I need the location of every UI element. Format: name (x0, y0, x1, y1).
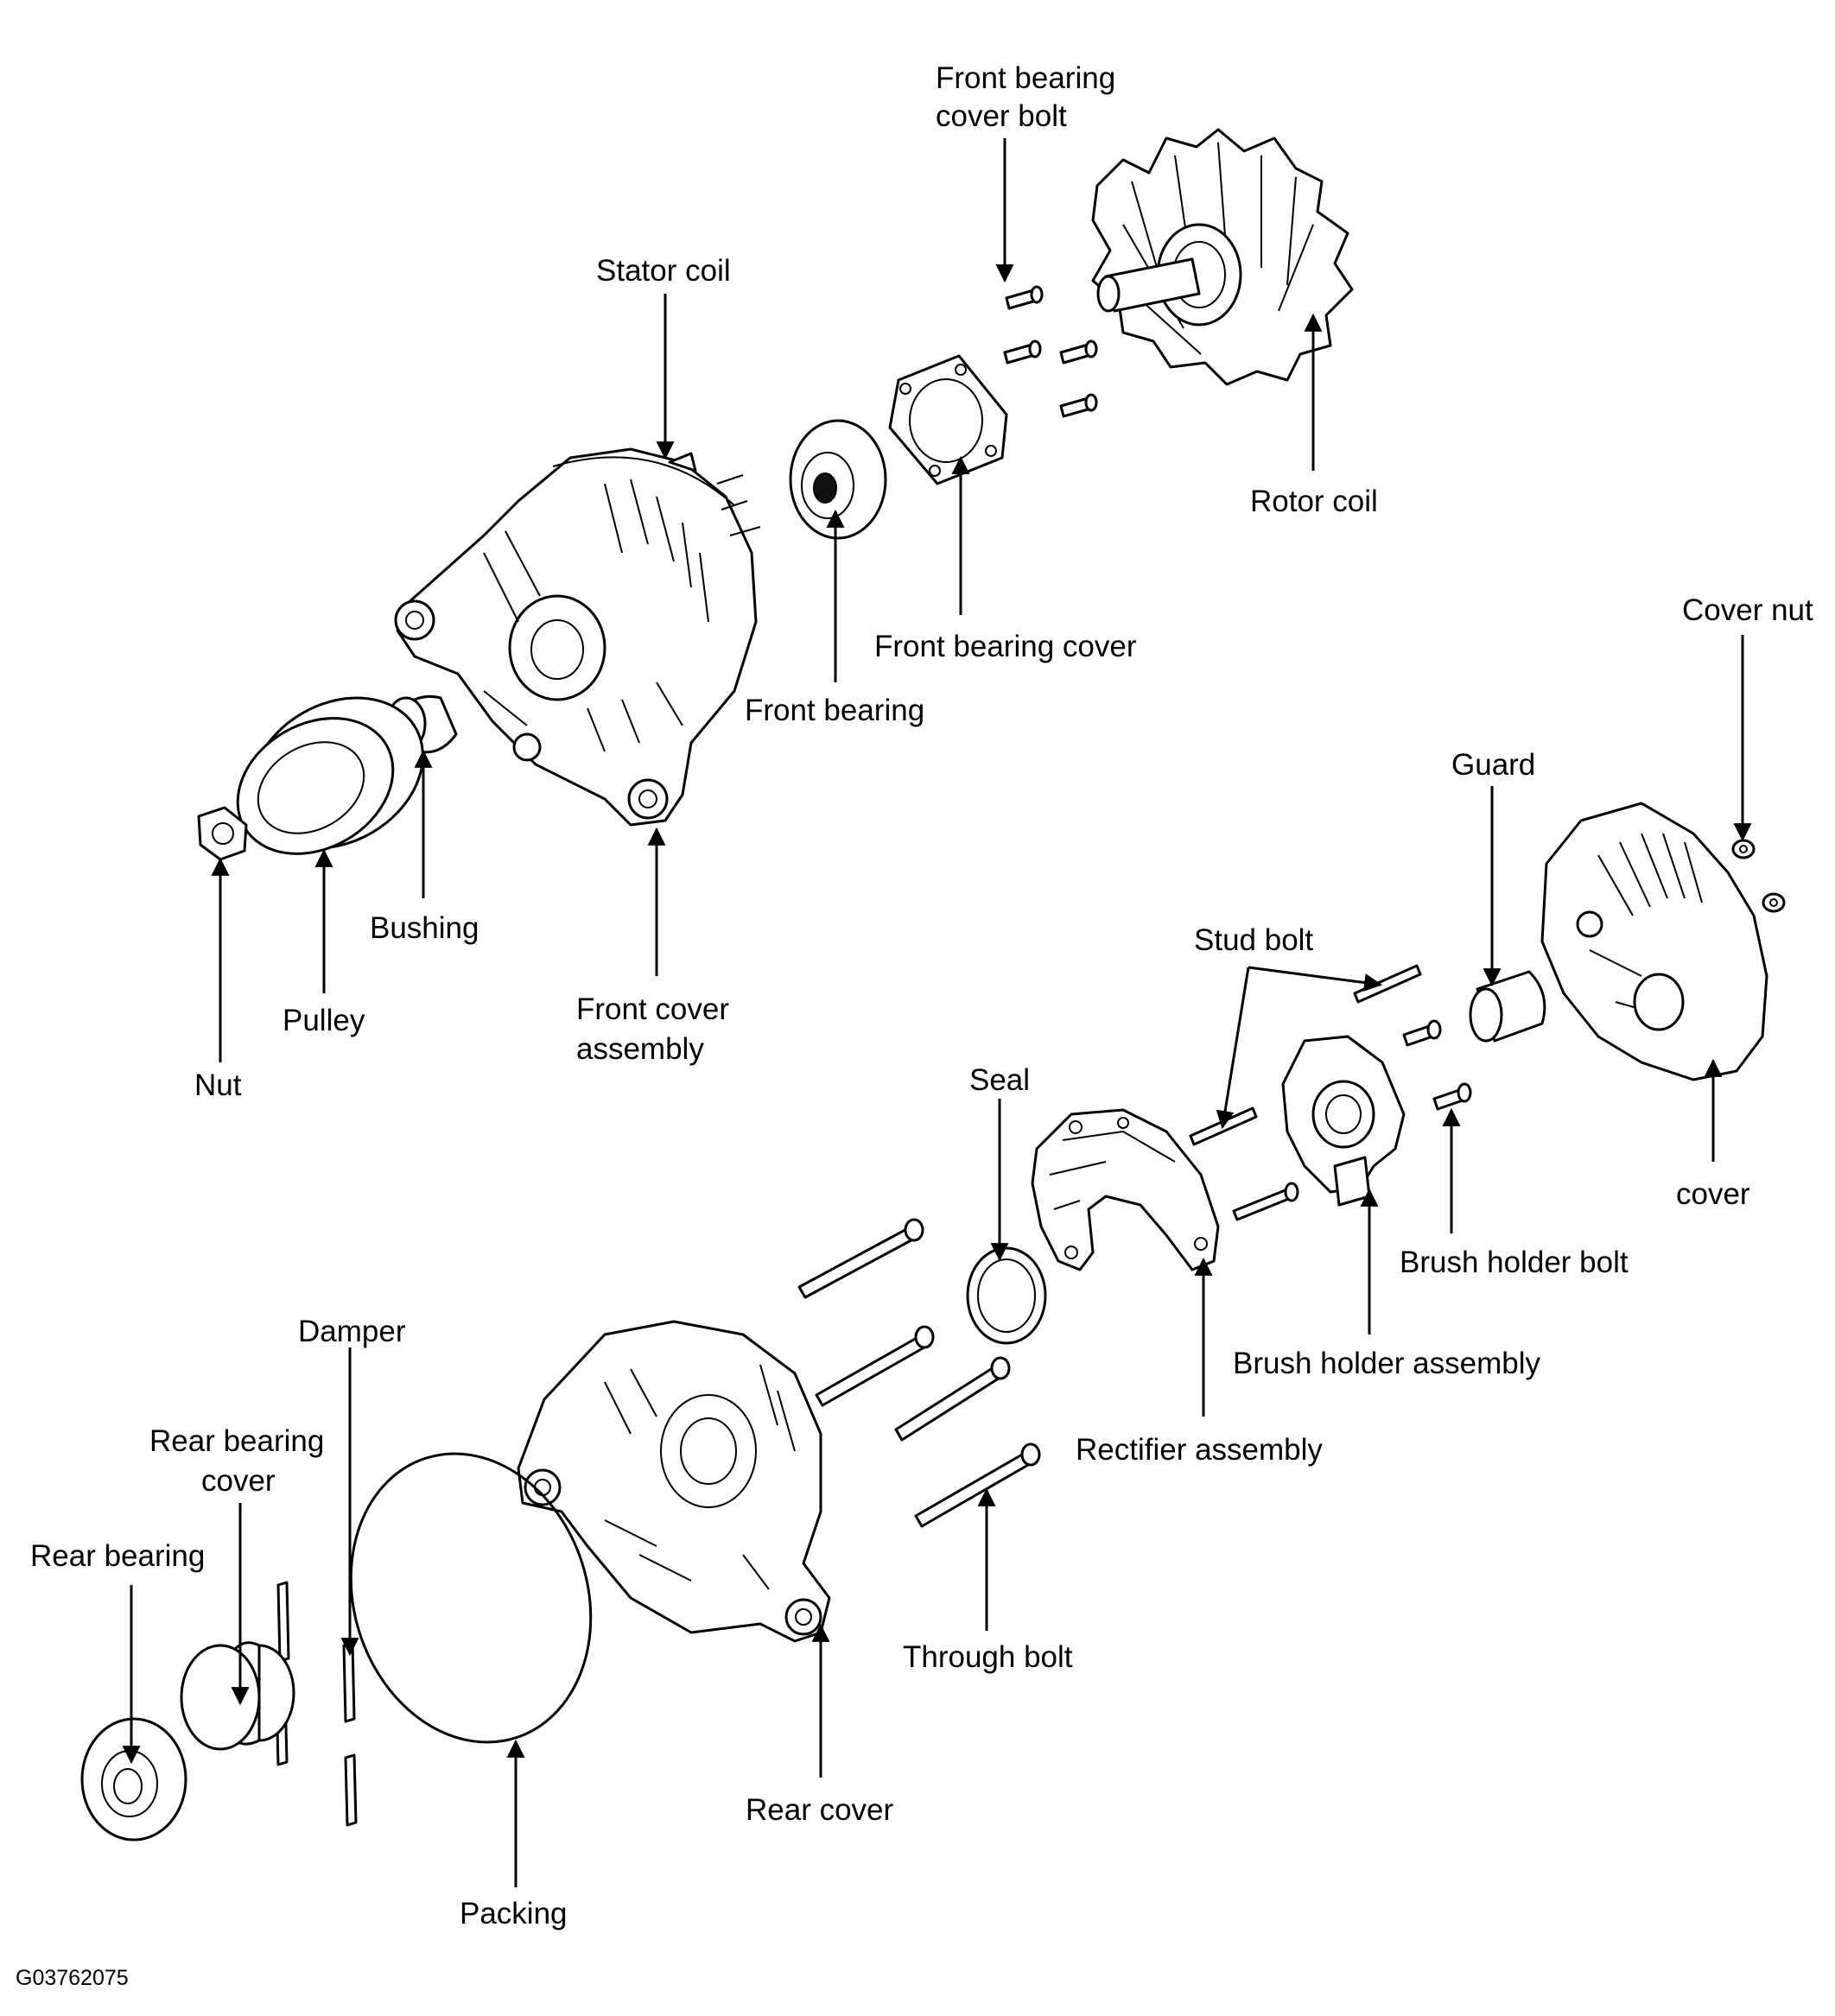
label-rear-bearing: Rear bearing (30, 1539, 205, 1573)
front-bearing-part (789, 419, 887, 540)
guard-part (1469, 970, 1546, 1043)
label-rectifier-assembly: Rectifier assembly (1076, 1433, 1323, 1467)
label-damper: Damper (298, 1315, 406, 1348)
label-front-bearing-cover-bolt-line1: Front bearing (936, 61, 1115, 95)
brush-holder-assembly-part (1281, 1035, 1406, 1207)
label-front-cover-assembly-line2: assembly (576, 1032, 704, 1066)
label-rotor-coil: Rotor coil (1250, 485, 1378, 518)
label-bushing: Bushing (370, 911, 479, 945)
label-front-cover-assembly-line1: Front cover (576, 992, 729, 1026)
front-bearing-cover-part (888, 354, 1008, 485)
label-through-bolt: Through bolt (903, 1640, 1073, 1674)
rear-cover-part (517, 1320, 831, 1643)
labels: Front bearing cover bolt Stator coil Rot… (16, 61, 1813, 1990)
label-packing: Packing (460, 1897, 568, 1930)
front-cover-assembly-part (394, 447, 761, 827)
figure-code: G03762075 (16, 1966, 129, 1990)
label-front-bearing-cover-bolt-line2: cover bolt (936, 99, 1067, 133)
label-seal: Seal (969, 1063, 1030, 1097)
rear-bearing-cover-part (180, 1641, 295, 1751)
label-brush-holder-bolt: Brush holder bolt (1400, 1246, 1629, 1279)
label-rear-cover: Rear cover (746, 1793, 894, 1827)
nut-part (197, 806, 248, 861)
front-bearing-cover-bolts-part (1003, 285, 1098, 418)
seal-part (966, 1246, 1047, 1345)
label-front-bearing: Front bearing (745, 694, 924, 727)
cover-part (1540, 802, 1768, 1081)
rotor-coil-part (1091, 128, 1354, 386)
label-cover: cover (1676, 1177, 1750, 1211)
label-rear-bearing-cover-line1: Rear bearing (149, 1424, 324, 1458)
label-pulley: Pulley (283, 1004, 365, 1037)
rectifier-assembly-part (1031, 1108, 1220, 1271)
packing-part (349, 1452, 593, 1744)
label-nut: Nut (194, 1068, 242, 1102)
brush-holder-bolts-part (1232, 1019, 1472, 1221)
label-front-bearing-cover: Front bearing cover (874, 630, 1137, 663)
label-brush-holder-assembly: Brush holder assembly (1233, 1347, 1540, 1380)
label-cover-nut: Cover nut (1682, 593, 1813, 627)
label-guard: Guard (1451, 748, 1535, 782)
label-rear-bearing-cover-line2: cover (201, 1464, 276, 1498)
rear-bearing-part (80, 1717, 187, 1842)
dampers-part (275, 1581, 358, 1827)
label-stud-bolt: Stud bolt (1194, 923, 1313, 957)
through-bolts-part (797, 1218, 1041, 1528)
pulley-part (236, 696, 424, 855)
leader-lines (122, 138, 1752, 1887)
label-stator-coil: Stator coil (596, 254, 731, 288)
